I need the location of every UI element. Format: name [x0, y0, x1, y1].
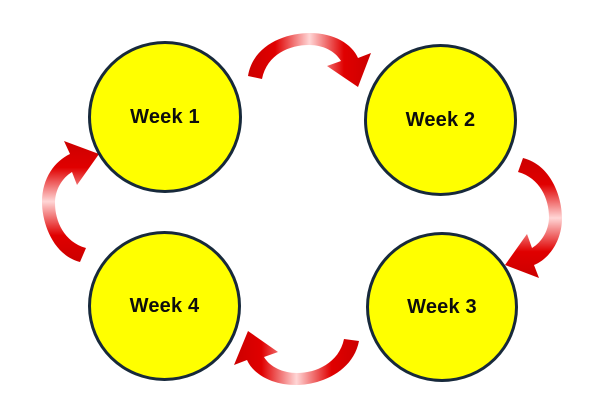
node-week-1[interactable]: Week 1 [88, 41, 242, 193]
node-week-2-label: Week 2 [405, 109, 476, 131]
node-week-3-label: Week 3 [407, 296, 477, 318]
arrow-week2-to-week3 [505, 158, 562, 278]
node-week-3[interactable]: Week 3 [366, 232, 518, 382]
arrow-week1-to-week2 [248, 33, 371, 87]
arrow-week4-to-week1 [42, 141, 99, 262]
node-week-4-label: Week 4 [129, 295, 200, 317]
node-week-1-label: Week 1 [130, 106, 200, 128]
node-week-4[interactable]: Week 4 [88, 231, 241, 381]
arrow-week3-to-week4 [234, 331, 359, 385]
node-week-2[interactable]: Week 2 [364, 44, 517, 196]
